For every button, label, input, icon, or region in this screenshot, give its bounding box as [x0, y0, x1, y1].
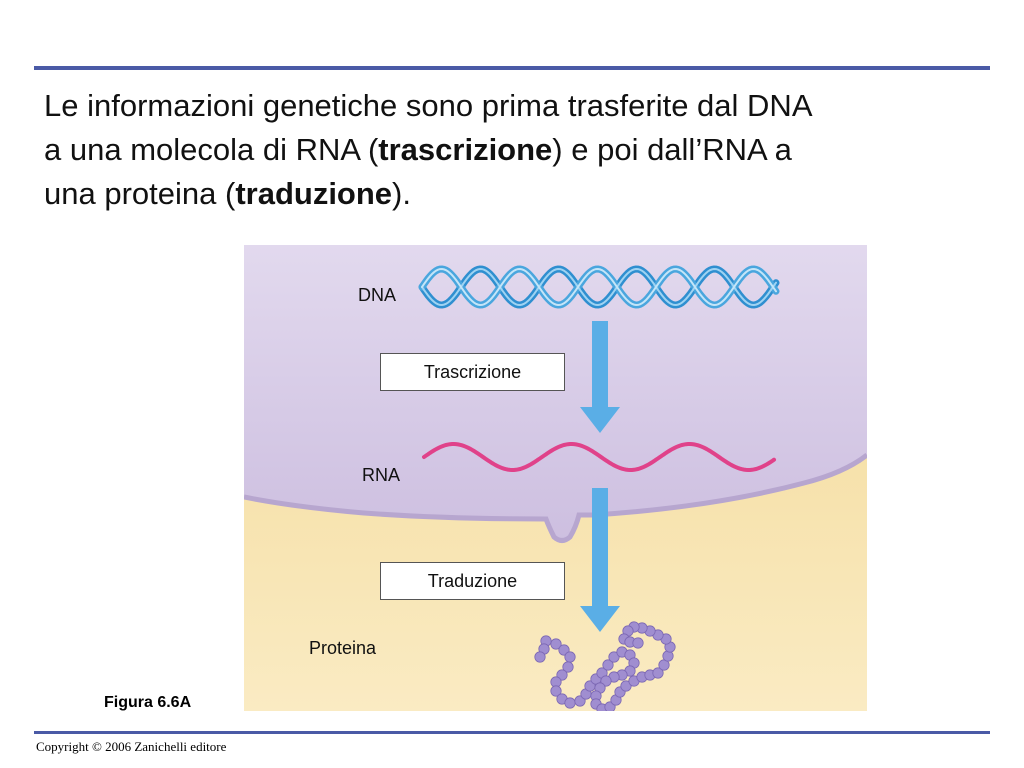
amino-acid-bead: [564, 697, 576, 709]
bottom-rule: [34, 731, 990, 734]
amino-acid-bead: [620, 680, 632, 692]
nuclear-envelope: [244, 453, 867, 543]
nucleus-region: [244, 245, 867, 541]
amino-acid-bead: [662, 650, 674, 662]
term-transcription: trascrizione: [378, 132, 553, 167]
amino-acid-bead: [534, 651, 546, 663]
term-translation: traduzione: [235, 176, 393, 211]
heading-line-2-end: ) e poi dall’RNA a: [552, 132, 792, 167]
amino-acid-bead: [564, 651, 576, 663]
box-translation: Traduzione: [380, 562, 565, 600]
dna-strand: [421, 267, 777, 307]
amino-acid-bead: [562, 661, 574, 673]
amino-acid-bead: [602, 659, 614, 671]
central-dogma-figure: [244, 245, 867, 711]
transcription-arrow: [580, 321, 620, 433]
protein-chain: [534, 621, 676, 711]
label-dna: DNA: [358, 285, 397, 305]
top-rule: [34, 66, 990, 70]
label-protein: Proteina: [309, 638, 377, 658]
figure-caption: Figura 6.6A: [104, 694, 192, 711]
label-rna: RNA: [362, 465, 401, 485]
heading-line-1: Le informazioni genetiche sono prima tra…: [44, 88, 813, 123]
rna-strand: [422, 442, 776, 472]
dna-double-helix: [418, 265, 780, 309]
heading-line-2-start: a una molecola di RNA (: [44, 132, 379, 167]
translation-arrow: [580, 488, 620, 632]
copyright-notice: Copyright © 2006 Zanichelli editore: [36, 739, 227, 754]
amino-acid-bead: [632, 637, 644, 649]
amino-acid-bead: [652, 667, 664, 679]
amino-acid-bead: [550, 685, 562, 697]
amino-acid-bead: [608, 651, 620, 663]
heading-line-3-start: una proteina (: [44, 176, 236, 211]
figure-svg: [244, 245, 867, 711]
dna-strand: [421, 267, 777, 307]
box-transcription: Trascrizione: [380, 353, 565, 391]
heading-line-3-end: ).: [392, 176, 411, 211]
amino-acid-bead: [550, 638, 562, 650]
slide-heading: Le informazioni genetiche sono prima tra…: [44, 84, 984, 216]
